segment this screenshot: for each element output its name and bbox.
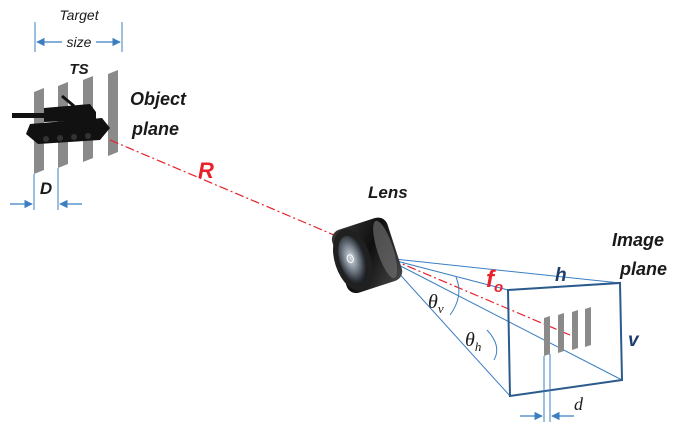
image-label-line1: Image [612,230,664,250]
camera-lens-icon [331,217,403,294]
image-label-line2: plane [619,259,667,279]
v-label: v [628,330,640,351]
lens-label: Lens [368,183,408,202]
ts-label: TS [69,61,88,78]
object-label-line1: Object [130,89,187,109]
D-label: D [40,179,52,198]
target-label: Target [59,7,99,23]
target-size-dimension: Target size TS [34,7,123,78]
angle-arcs [449,276,498,361]
tank-silhouette-icon [12,94,110,144]
R-label: R [198,158,214,183]
image-plane-frame [506,281,624,398]
fo-label: fo [486,266,503,296]
d-image-dimension: d [520,354,584,422]
theta-v-label: θv [428,291,444,316]
theta-h-label: θh [465,329,481,354]
h-label: h [555,265,567,286]
range-line [109,139,571,336]
size-label: size [67,34,92,50]
image-plane-bars [544,307,591,356]
d-object-dimension: D [10,168,82,210]
optical-rays [384,257,623,397]
object-label-line2: plane [131,119,179,139]
d-label: d [574,394,584,414]
